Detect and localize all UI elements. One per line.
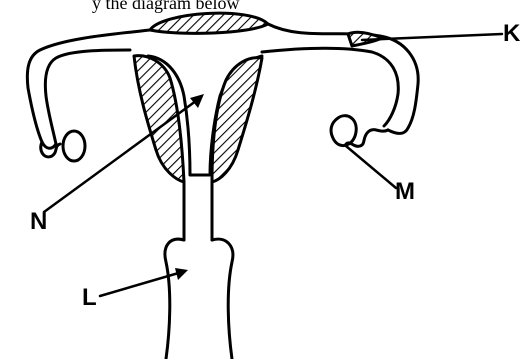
left-ovary bbox=[63, 131, 85, 161]
label-l: L bbox=[82, 286, 97, 310]
right-ovary bbox=[331, 116, 356, 146]
arrowhead-n bbox=[190, 94, 204, 108]
vagina bbox=[165, 239, 233, 359]
right-uterine-wall bbox=[212, 58, 262, 182]
label-n: N bbox=[30, 210, 47, 234]
right-fallopian-tube-inner bbox=[262, 48, 398, 126]
pointer-m bbox=[346, 146, 396, 188]
left-fallopian-tube-inner bbox=[45, 50, 130, 144]
label-m: M bbox=[395, 180, 415, 204]
fundus-hatched-region bbox=[150, 13, 268, 33]
label-k: K bbox=[503, 22, 520, 46]
arrowhead-l bbox=[175, 268, 188, 280]
right-fimbriae bbox=[346, 130, 388, 147]
